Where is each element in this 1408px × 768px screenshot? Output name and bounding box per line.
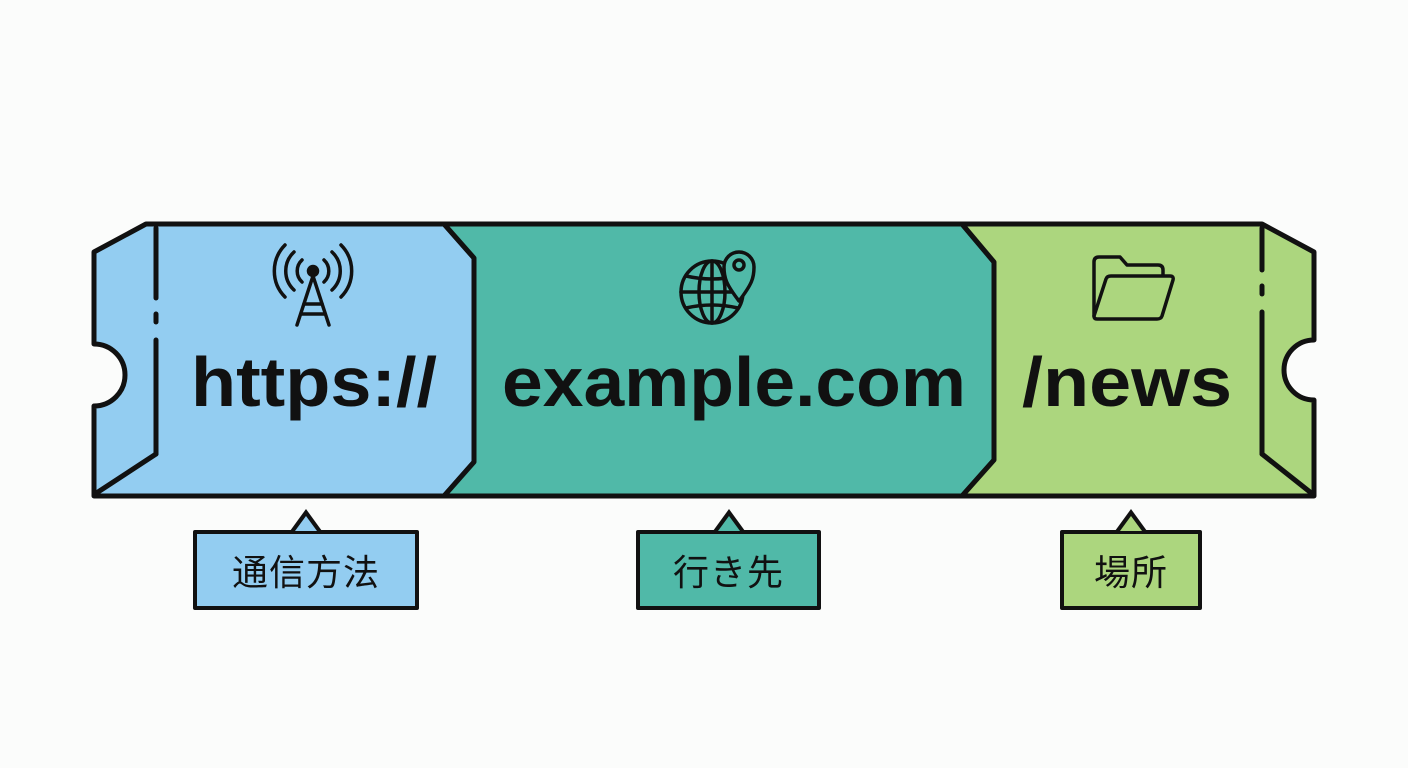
antenna-tower-icon — [272, 243, 354, 327]
folder-icon — [1092, 255, 1175, 321]
domain-label: 行き先 — [636, 509, 821, 610]
path-label: 場所 — [1060, 509, 1202, 610]
right-stub-perforation — [1259, 225, 1313, 495]
path-text: /news — [1022, 343, 1232, 421]
path-label-text: 場所 — [1093, 553, 1168, 594]
globe-pin-icon — [679, 250, 756, 325]
protocol-label: 通信方法 — [193, 509, 419, 610]
domain-label-text: 行き先 — [672, 553, 784, 594]
protocol-label-text: 通信方法 — [231, 553, 380, 594]
protocol-segment — [91, 221, 477, 499]
domain-text: example.com — [502, 343, 966, 421]
path-segment — [959, 221, 1317, 499]
left-stub-perforation — [95, 225, 159, 495]
protocol-text: https:// — [191, 343, 437, 421]
